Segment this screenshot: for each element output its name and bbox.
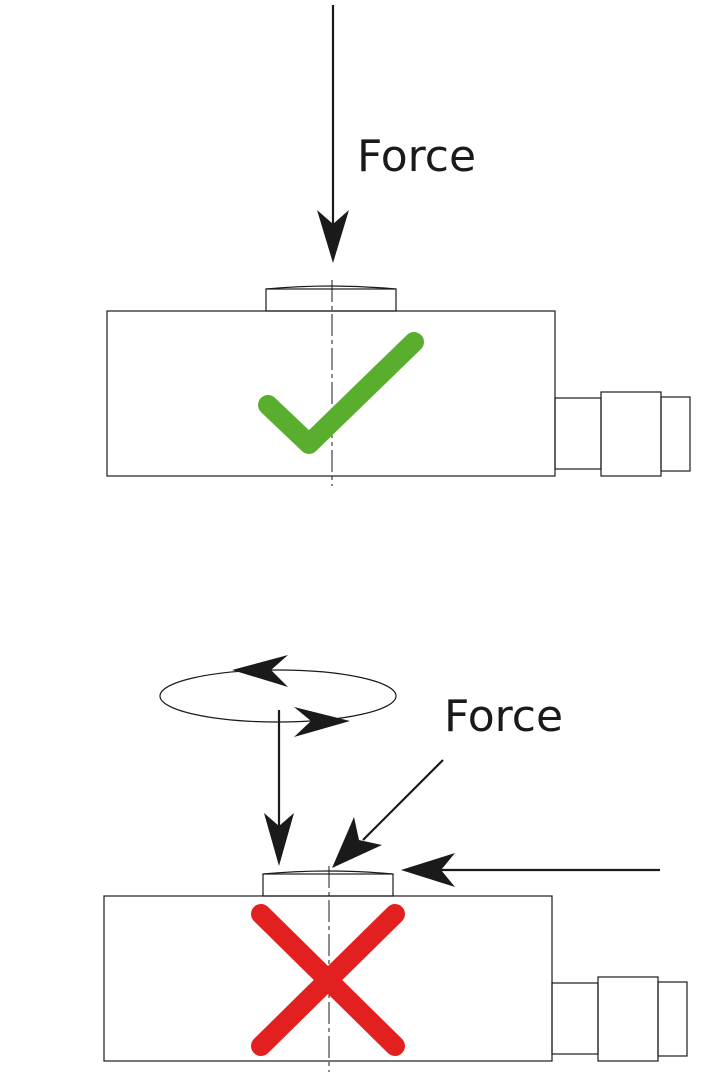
connector-cap-bottom	[657, 981, 688, 1057]
connector-sleeve	[554, 397, 602, 470]
checkmark-icon	[258, 332, 424, 454]
force-label-top: Force	[357, 131, 476, 182]
connector-nut-bottom	[597, 976, 659, 1062]
connector-sleeve-bottom	[551, 982, 599, 1055]
incorrect-loading-panel: Force	[103, 655, 688, 1072]
load-cell-top	[106, 280, 691, 486]
axial-force-arrow-bottom	[264, 710, 294, 866]
load-button	[265, 288, 397, 312]
load-cell-body-bottom	[103, 895, 553, 1062]
correct-loading-panel: Force	[106, 5, 691, 486]
lateral-force-arrow	[401, 853, 660, 887]
connector-cap	[660, 396, 691, 472]
oblique-force-arrow	[332, 759, 444, 868]
connector-nut	[600, 391, 662, 477]
load-cell-bottom	[103, 866, 688, 1072]
load-cell-body	[106, 310, 556, 477]
load-button-bottom	[262, 873, 394, 897]
axial-force-arrow	[317, 5, 349, 263]
cross-icon	[251, 904, 405, 1056]
force-label-bottom: Force	[444, 691, 563, 742]
